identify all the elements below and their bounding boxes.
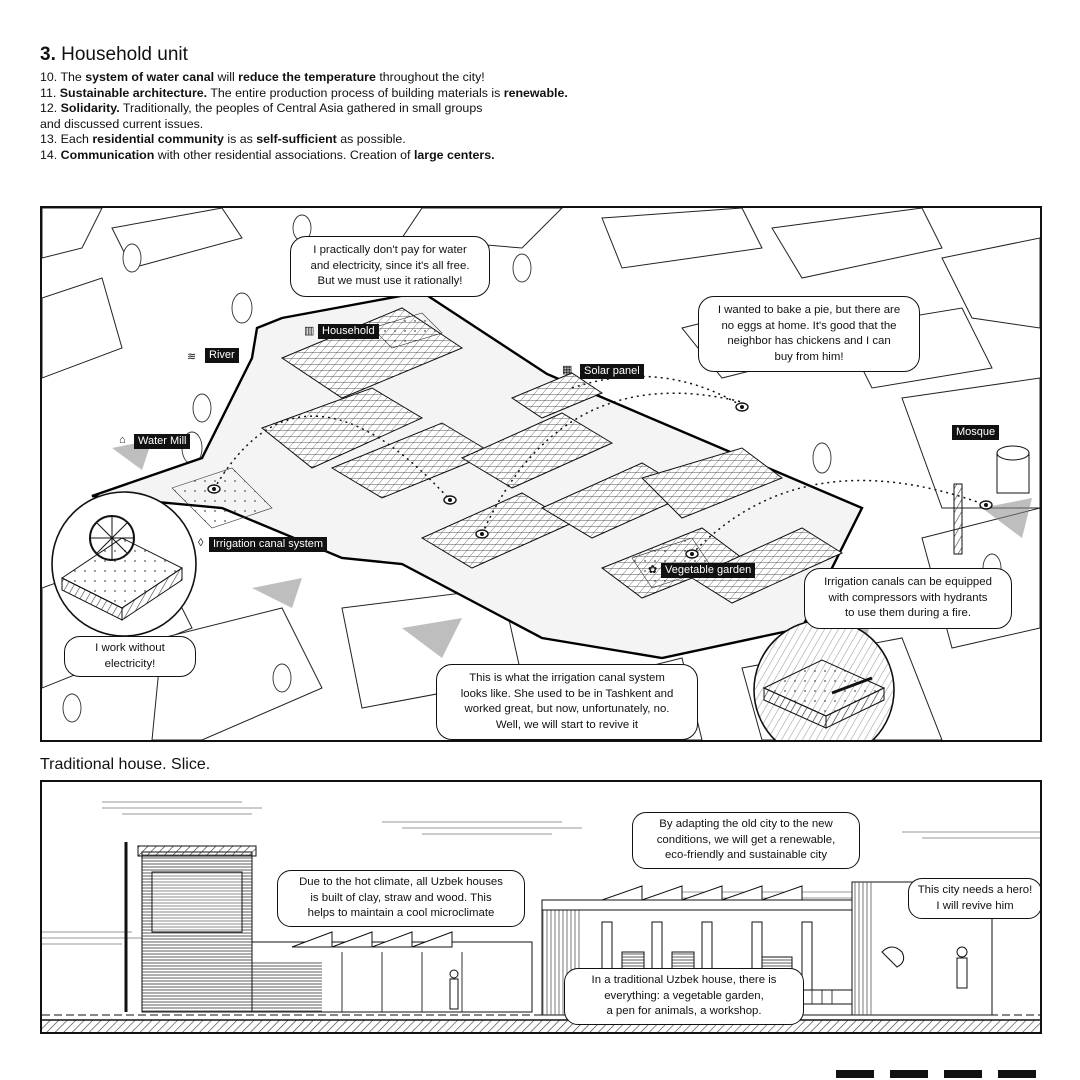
label-solar-panel: Solar panel bbox=[580, 364, 644, 379]
note-text: Traditionally, the peoples of Central As… bbox=[119, 101, 483, 116]
scale-dash bbox=[998, 1070, 1036, 1078]
bubble-pie: I wanted to bake a pie, but there are no… bbox=[698, 296, 920, 372]
note-text: 11. bbox=[40, 85, 60, 100]
label-mosque: Mosque bbox=[952, 425, 1000, 440]
note-line: 12. Solidarity. Traditionally, the peopl… bbox=[40, 101, 700, 117]
bubble-adapt: By adapting the old city to the new cond… bbox=[632, 812, 860, 869]
label-river: River bbox=[205, 348, 239, 363]
droplet-icon: ◊ bbox=[198, 537, 204, 549]
note-text: 14. bbox=[40, 147, 61, 162]
note-line: 11. Sustainable architecture. The entire… bbox=[40, 86, 700, 102]
note-text: reduce the temperature bbox=[238, 70, 376, 84]
note-text: renewable. bbox=[503, 85, 568, 100]
bubble-traditional: In a traditional Uzbek house, there is e… bbox=[564, 968, 804, 1025]
section-title: Household unit bbox=[61, 44, 188, 65]
note-text: Solidarity. bbox=[60, 101, 120, 116]
scale-dash bbox=[890, 1070, 928, 1078]
label-vegetable-garden: Vegetable garden bbox=[661, 563, 756, 578]
note-text: Sustainable architecture. bbox=[59, 85, 208, 100]
bubble-climate: Due to the hot climate, all Uzbek houses… bbox=[277, 870, 525, 927]
label-household: Household bbox=[318, 324, 379, 339]
note-text: The entire production process of buildin… bbox=[207, 85, 504, 100]
bubble-hero: This city needs a hero! I will revive hi… bbox=[908, 878, 1040, 919]
bubble-mill: I work without electricity! bbox=[64, 636, 196, 677]
note-text: system of water canal bbox=[85, 70, 215, 84]
note-text: as possible. bbox=[336, 132, 406, 147]
note-text: is as bbox=[223, 132, 257, 147]
leaf-icon: ✿ bbox=[648, 564, 658, 576]
label-irrigation-canal: Irrigation canal system bbox=[209, 537, 328, 552]
bubble-water-electricity: I practically don't pay for water and el… bbox=[290, 236, 490, 297]
note-text: 12. bbox=[40, 101, 61, 116]
note-text: will bbox=[214, 70, 239, 84]
note-text: residential community bbox=[92, 132, 224, 147]
section-heading: Traditional house. Slice. bbox=[40, 756, 211, 773]
section-drawing bbox=[42, 801, 1040, 1032]
mill-icon: ⌂ bbox=[119, 434, 126, 446]
note-line: and discussed current issues. bbox=[40, 117, 700, 133]
bubble-canal-history: This is what the irrigation canal system… bbox=[436, 664, 698, 740]
note-text: 13. Each bbox=[40, 132, 93, 147]
page-title: 3. Household unit bbox=[40, 44, 188, 66]
note-text: and discussed current issues. bbox=[40, 116, 204, 131]
note-text: large centers. bbox=[413, 147, 495, 162]
section-number: 3. bbox=[40, 44, 56, 65]
house-section-drawing: Due to the hot climate, all Uzbek houses… bbox=[40, 780, 1042, 1034]
note-text: self-sufficient bbox=[256, 132, 337, 147]
note-text: Communication bbox=[60, 147, 155, 162]
note-line: 13. Each residential community is as sel… bbox=[40, 132, 700, 148]
scale-dash bbox=[836, 1070, 874, 1078]
waves-icon: ≋ bbox=[187, 351, 197, 363]
notes-list: 10. The system of water canal will reduc… bbox=[40, 70, 700, 164]
note-line: 10. The system of water canal will reduc… bbox=[40, 70, 700, 86]
scale-dash bbox=[944, 1070, 982, 1078]
note-text: throughout the city! bbox=[375, 70, 485, 84]
bubble-hydrants: Irrigation canals can be equipped with c… bbox=[804, 568, 1012, 629]
note-text: 10. The bbox=[40, 70, 86, 84]
axonometric-plan: ▥ Household ≋ River ⌂ Water Mill ▦ Solar… bbox=[40, 206, 1042, 742]
note-line: 14. Communication with other residential… bbox=[40, 148, 700, 164]
fence-icon: ▥ bbox=[304, 325, 315, 337]
note-text: with other residential associations. Cre… bbox=[154, 147, 414, 162]
label-water-mill: Water Mill bbox=[134, 434, 191, 449]
solar-panel-icon: ▦ bbox=[562, 364, 573, 376]
